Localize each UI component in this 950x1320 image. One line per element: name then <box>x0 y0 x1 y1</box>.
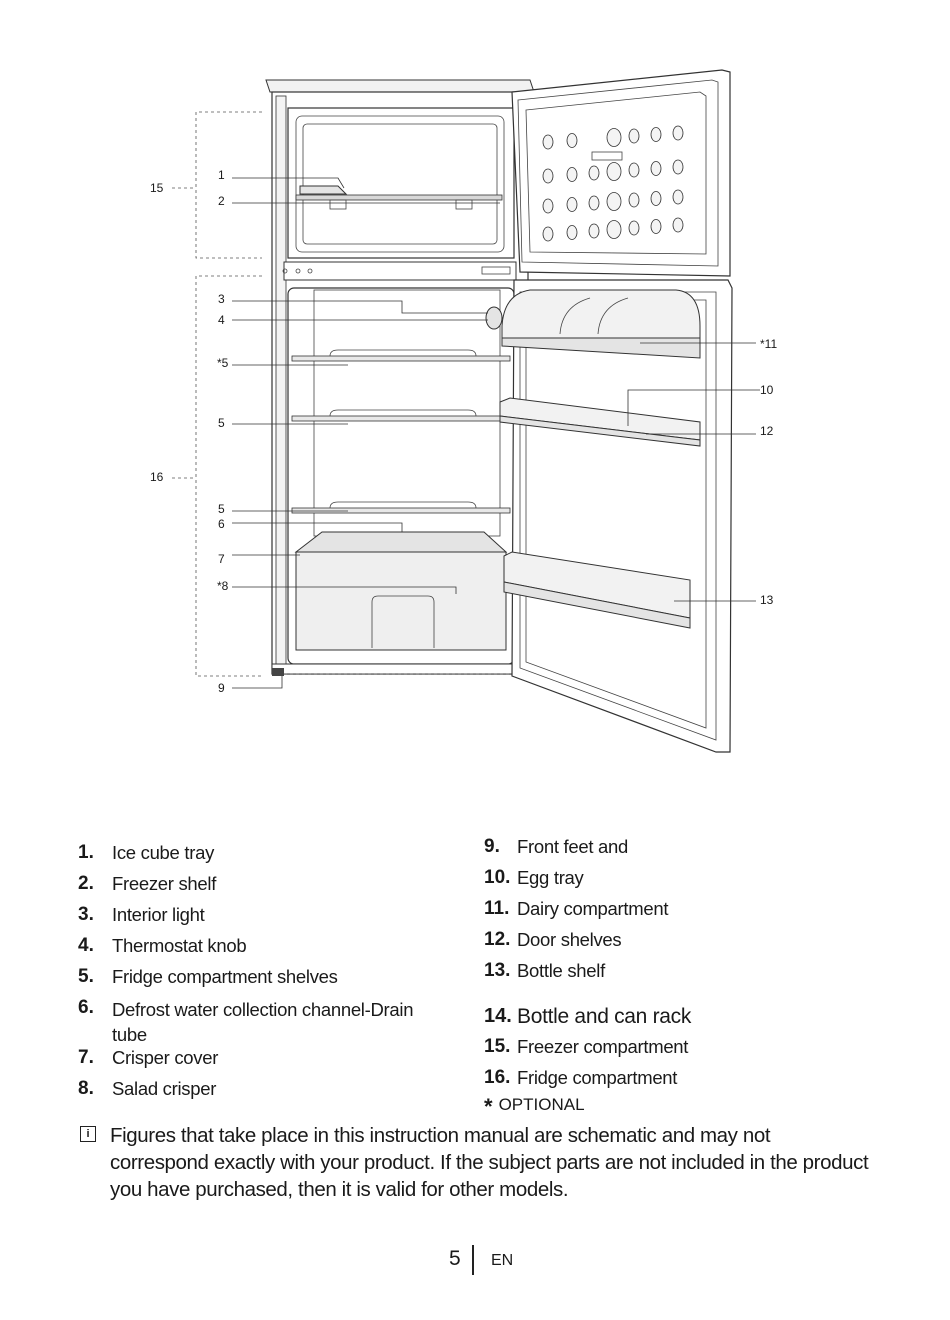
door-dimple <box>672 217 684 233</box>
door-dimple <box>588 195 600 211</box>
list-item: 4.Thermostat knob <box>78 935 247 956</box>
list-item: 3.Interior light <box>78 904 205 925</box>
callout-3: 3 <box>218 292 225 306</box>
list-item: 16.Fridge compartment <box>484 1067 678 1088</box>
door-dimple <box>672 189 684 205</box>
fridge-door <box>499 279 733 753</box>
list-item: 10.Egg tray <box>484 867 584 888</box>
list-item: 6.Defrost water collection channel-Drain… <box>78 997 414 1045</box>
schematic-note: i Figures that take place in this instru… <box>80 1122 880 1203</box>
callout-15: 15 <box>150 181 164 195</box>
parts-list-left: 1.Ice cube tray 2.Freezer shelf 3.Interi… <box>78 842 438 1109</box>
door-dimple <box>606 128 622 147</box>
optional-mark: * <box>484 1094 493 1119</box>
note-text: Figures that take place in this instruct… <box>110 1124 869 1201</box>
door-dimples <box>542 125 684 242</box>
door-dimple <box>672 159 684 175</box>
list-item: 7.Crisper cover <box>78 1047 219 1068</box>
list-item: 15.Freezer compartment <box>484 1036 689 1057</box>
list-item: 8.Salad crisper <box>78 1078 217 1099</box>
door-dimple <box>542 198 554 214</box>
list-item: 9.Front feet and <box>484 836 628 857</box>
callout-5: 5 <box>218 416 225 430</box>
list-item: 11.Dairy compartment <box>484 898 669 919</box>
door-dimple <box>672 125 684 141</box>
door-dimple <box>566 197 578 212</box>
callout-11-optional: *11 <box>760 337 777 351</box>
callout-16: 16 <box>150 470 164 484</box>
optional-label: OPTIONAL <box>498 1095 585 1114</box>
door-dimple <box>542 134 554 150</box>
door-dimple <box>650 191 662 206</box>
list-item: 2.Freezer shelf <box>78 873 217 894</box>
door-dimple <box>650 127 662 142</box>
door-dimple <box>566 167 578 182</box>
callout-9: 9 <box>218 681 225 695</box>
door-dimple <box>606 162 622 181</box>
bracket-16 <box>195 275 262 677</box>
parts-list-right: 9.Front feet and 10.Egg tray 11.Dairy co… <box>484 836 814 1098</box>
list-item: 12.Door shelves <box>484 929 622 950</box>
door-dimple <box>650 161 662 176</box>
footer-divider <box>472 1245 474 1275</box>
bracket-15 <box>195 111 262 259</box>
info-icon: i <box>80 1126 96 1142</box>
door-dimple <box>606 220 622 239</box>
list-item: 1.Ice cube tray <box>78 842 215 863</box>
callout-5-lower: 5 <box>218 502 225 516</box>
callout-10: 10 <box>760 383 774 397</box>
door-dimple <box>628 192 640 208</box>
list-item: 5.Fridge compartment shelves <box>78 966 338 987</box>
callout-13: 13 <box>760 593 774 607</box>
fridge-cabinet <box>265 79 535 676</box>
list-item: 13.Bottle shelf <box>484 960 605 981</box>
door-dimple <box>628 220 640 236</box>
door-dimple <box>628 128 640 144</box>
callout-2: 2 <box>218 194 225 208</box>
door-dimple <box>606 192 622 211</box>
door-dimple <box>566 133 578 148</box>
callout-7: 7 <box>218 552 225 566</box>
callout-8-optional: *8 <box>217 579 229 593</box>
callout-12: 12 <box>760 424 774 438</box>
leader-lines <box>232 177 760 689</box>
door-dimple <box>542 168 554 184</box>
optional-legend: * OPTIONAL <box>484 1094 585 1120</box>
callout-5-optional: *5 <box>217 356 229 370</box>
language-code: EN <box>491 1252 514 1269</box>
door-dimple <box>542 226 554 242</box>
callout-4: 4 <box>218 313 225 327</box>
door-dimple <box>588 223 600 239</box>
door-dimple <box>628 162 640 178</box>
door-dimple <box>588 165 600 181</box>
list-item: 14.Bottle and can rack <box>484 1005 692 1028</box>
page-number: 5 <box>449 1247 461 1270</box>
callout-1: 1 <box>218 168 225 182</box>
door-dimple <box>566 225 578 240</box>
refrigerator-diagram: 1 2 3 4 *5 5 5 6 7 *8 9 10 *11 12 13 15 … <box>150 69 777 753</box>
callout-6: 6 <box>218 517 225 531</box>
door-dimple <box>650 219 662 234</box>
